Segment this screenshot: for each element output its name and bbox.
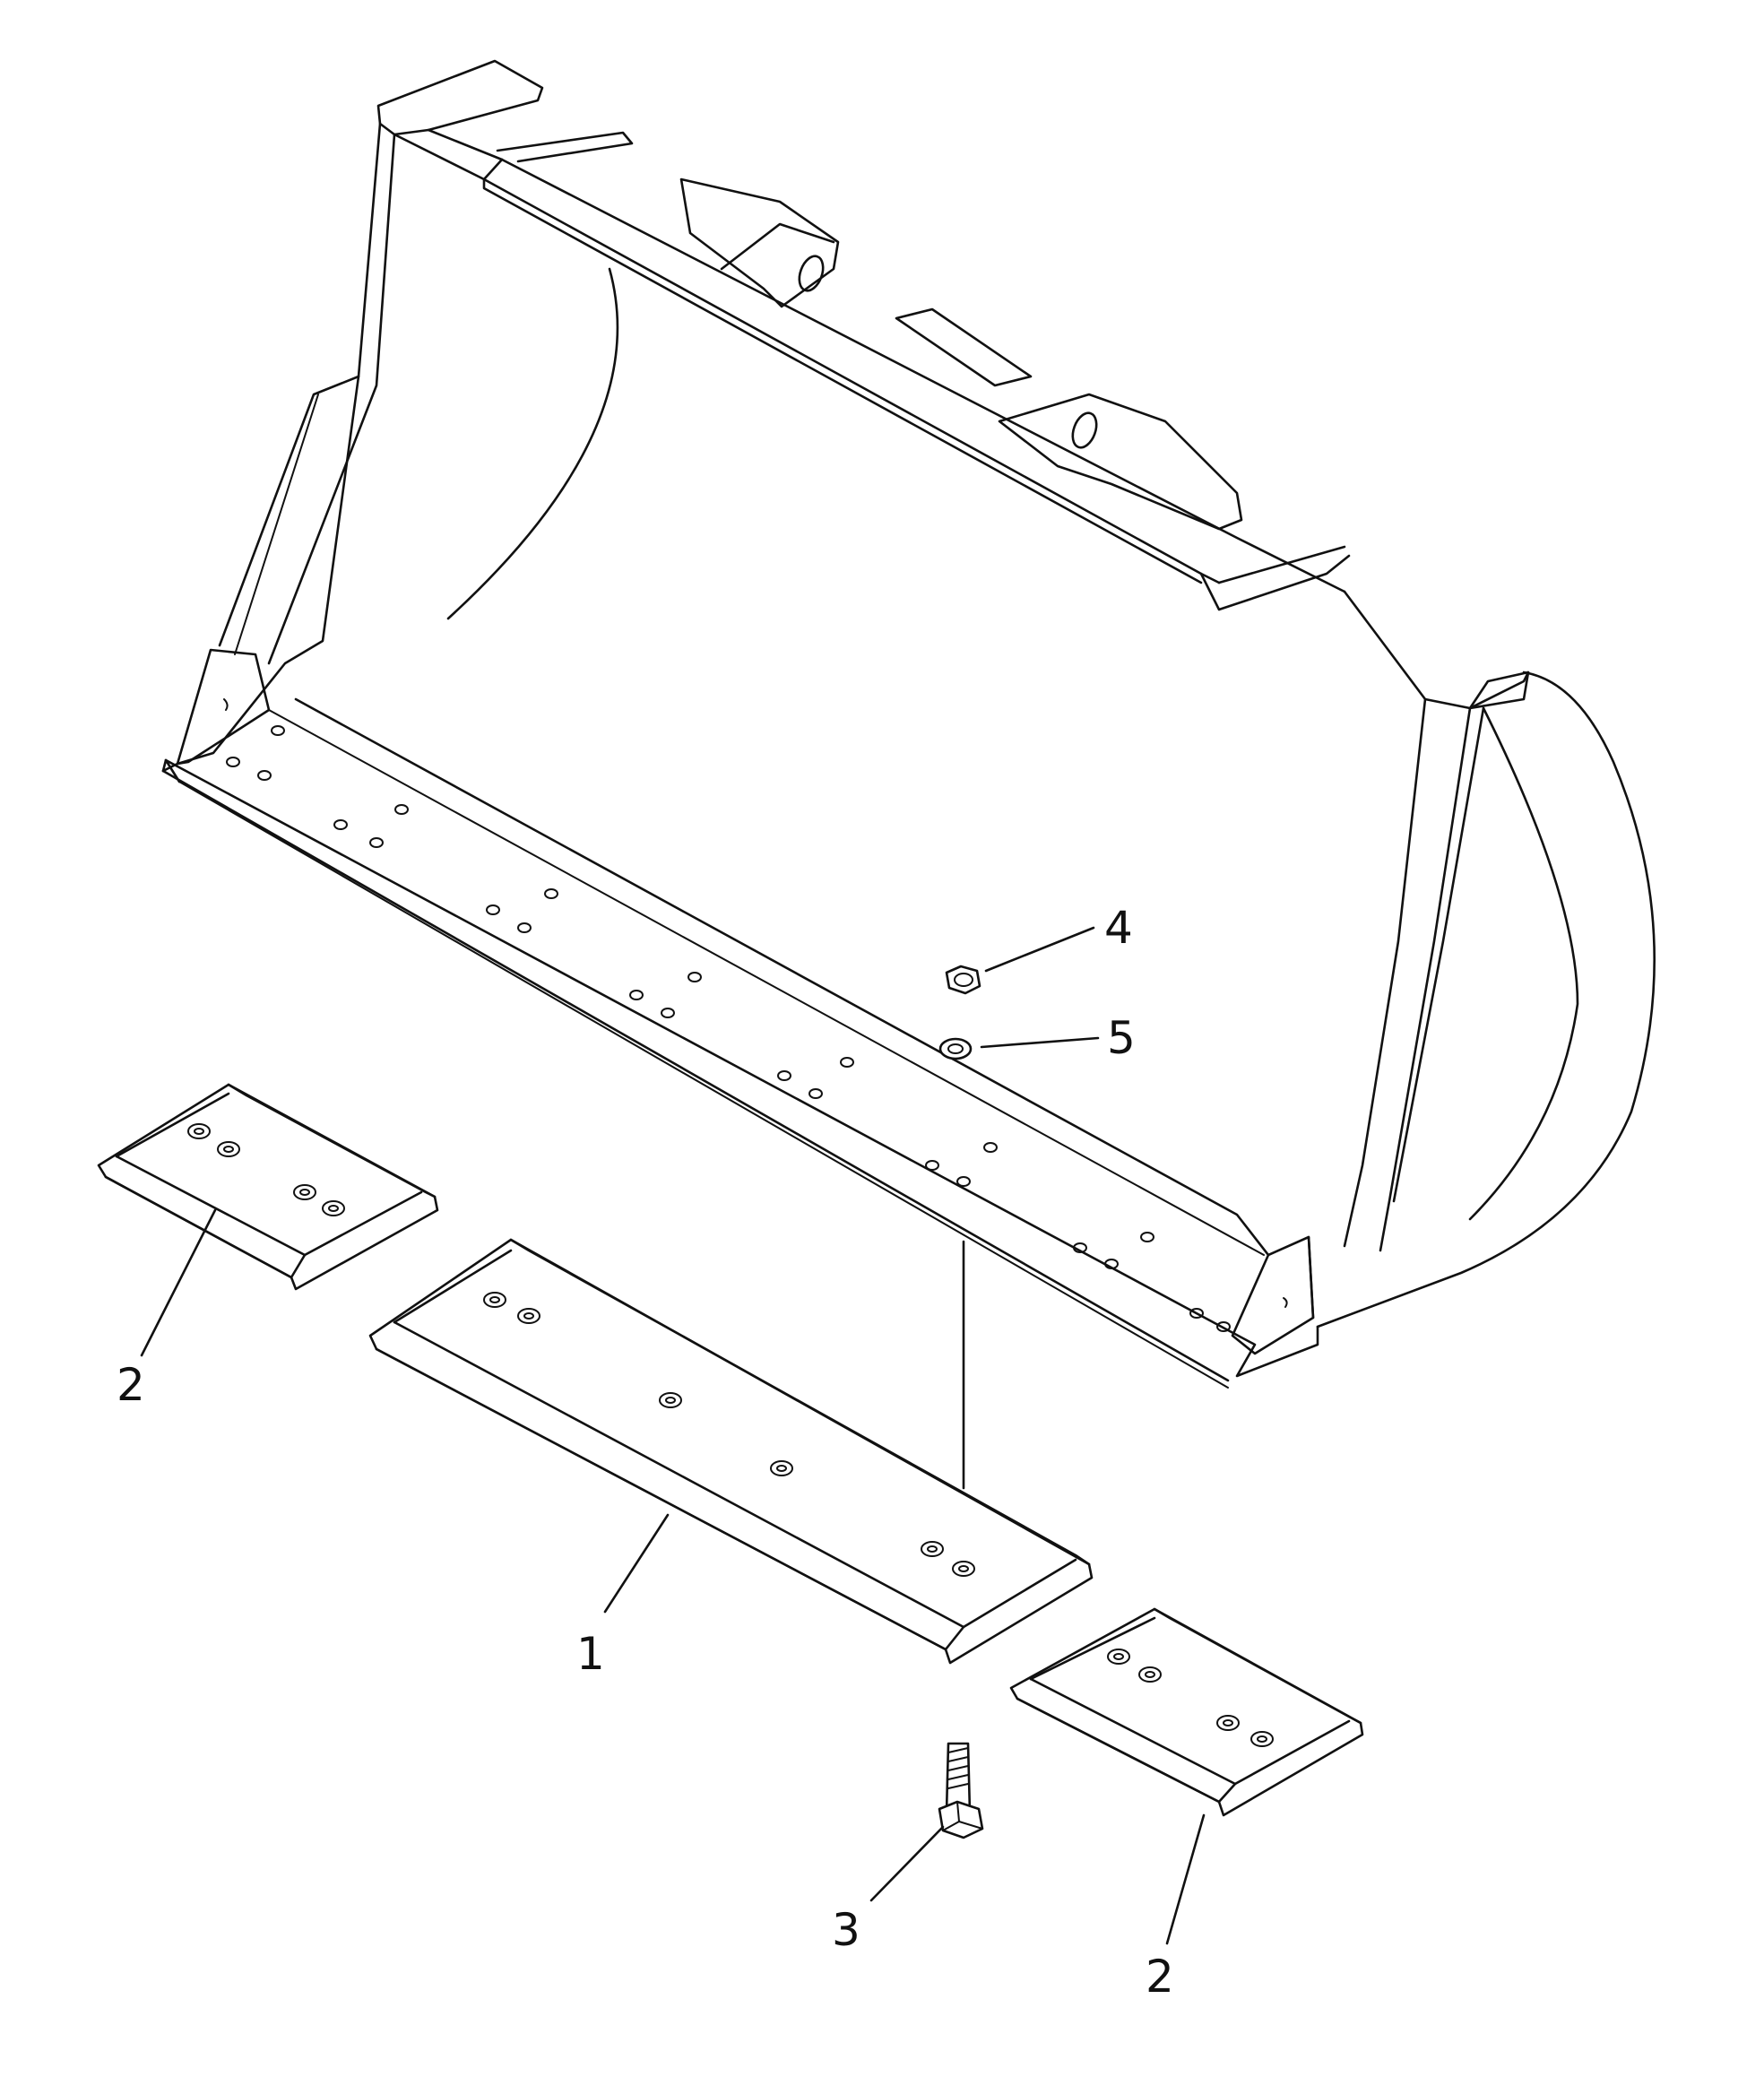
callout-label-2-right: 2 <box>1146 1951 1174 2003</box>
callout-label-4: 4 <box>1104 902 1133 954</box>
bolt-holes <box>226 725 1231 1332</box>
bucket <box>161 59 1656 1389</box>
nut-icon <box>945 965 981 995</box>
cutting-edge-end-right <box>1009 1607 1364 1817</box>
callout-label-5: 5 <box>1107 1012 1136 1064</box>
callout-label-3: 3 <box>832 1904 860 1956</box>
cutting-edge-center <box>368 1238 1094 1665</box>
washer-icon <box>938 1037 973 1060</box>
bolt-icon <box>938 1742 984 1839</box>
callout-label-2-left: 2 <box>117 1359 145 1411</box>
callout-label-1: 1 <box>576 1628 605 1680</box>
leader-lines <box>140 926 1206 1945</box>
cutting-edge-end-left <box>97 1083 439 1291</box>
